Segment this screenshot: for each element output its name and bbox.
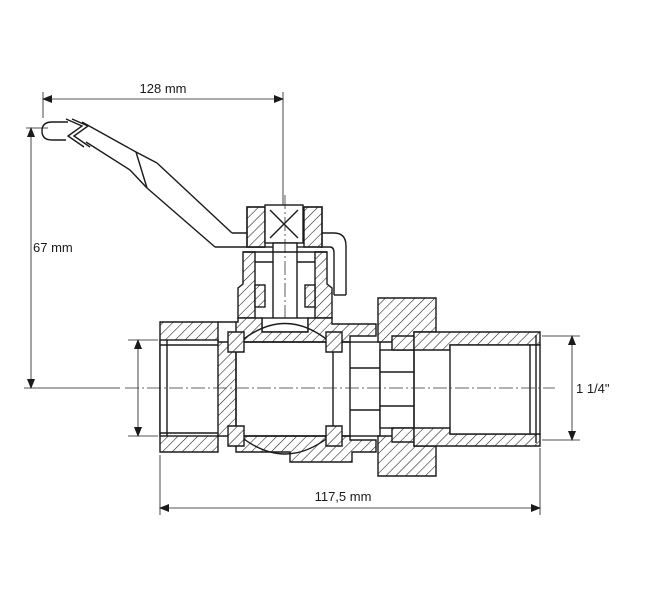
dimension-label-handle-length: 128 mm bbox=[140, 81, 187, 96]
dimension-thread-size: 1 1/4" bbox=[128, 335, 610, 441]
dimension-handle-length: 128 mm bbox=[42, 81, 284, 205]
dimension-height: 67 mm bbox=[24, 127, 120, 389]
dimension-label-height: 67 mm bbox=[33, 240, 73, 255]
valve-body bbox=[159, 297, 541, 477]
dimension-label-body-length: 117,5 mm bbox=[315, 489, 372, 504]
dimension-body-length: 117,5 mm bbox=[159, 448, 541, 515]
dimension-label-thread-size: 1 1/4" bbox=[576, 381, 610, 396]
valve-stem-assembly bbox=[237, 195, 333, 340]
valve-handle bbox=[41, 118, 347, 296]
